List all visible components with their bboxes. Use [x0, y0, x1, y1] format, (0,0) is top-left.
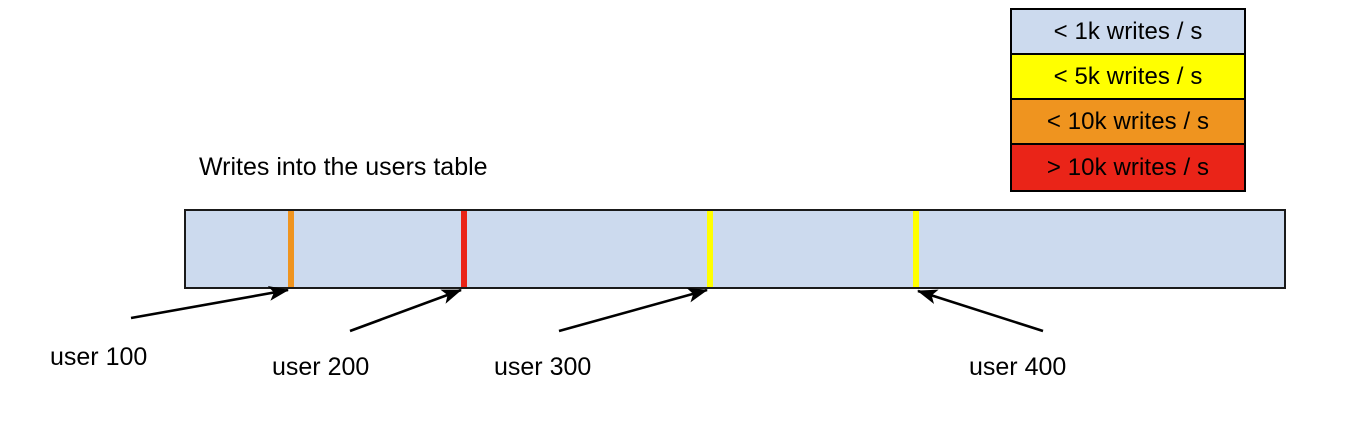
legend-label-1: < 5k writes / s: [1053, 62, 1203, 90]
key-range-bar: [184, 209, 1286, 289]
legend-label-0: < 1k writes / s: [1053, 17, 1203, 45]
arrow-user-300: [558, 287, 709, 333]
legend: < 1k writes / s < 5k writes / s < 10k wr…: [1010, 8, 1246, 192]
arrow-user-200: [349, 288, 462, 333]
arrow-user-400: [917, 289, 1044, 333]
bar-stripe-user-200: [461, 211, 467, 287]
legend-row-0: < 1k writes / s: [1012, 10, 1244, 55]
legend-label-3: > 10k writes / s: [1046, 153, 1210, 181]
marker-label-user-100: user 100: [50, 343, 148, 371]
legend-row-1: < 5k writes / s: [1012, 55, 1244, 100]
marker-label-user-300: user 300: [494, 353, 592, 381]
marker-label-user-200: user 200: [272, 353, 370, 381]
bar-stripe-user-300: [707, 211, 713, 287]
legend-row-3: > 10k writes / s: [1012, 145, 1244, 190]
legend-label-2: < 10k writes / s: [1046, 107, 1210, 135]
arrow-user-100: [130, 285, 290, 320]
bar-stripe-user-100: [288, 211, 294, 287]
chart-title: Writes into the users table: [199, 153, 488, 181]
legend-row-2: < 10k writes / s: [1012, 100, 1244, 145]
marker-label-user-400: user 400: [969, 353, 1067, 381]
bar-stripe-user-400: [913, 211, 919, 287]
